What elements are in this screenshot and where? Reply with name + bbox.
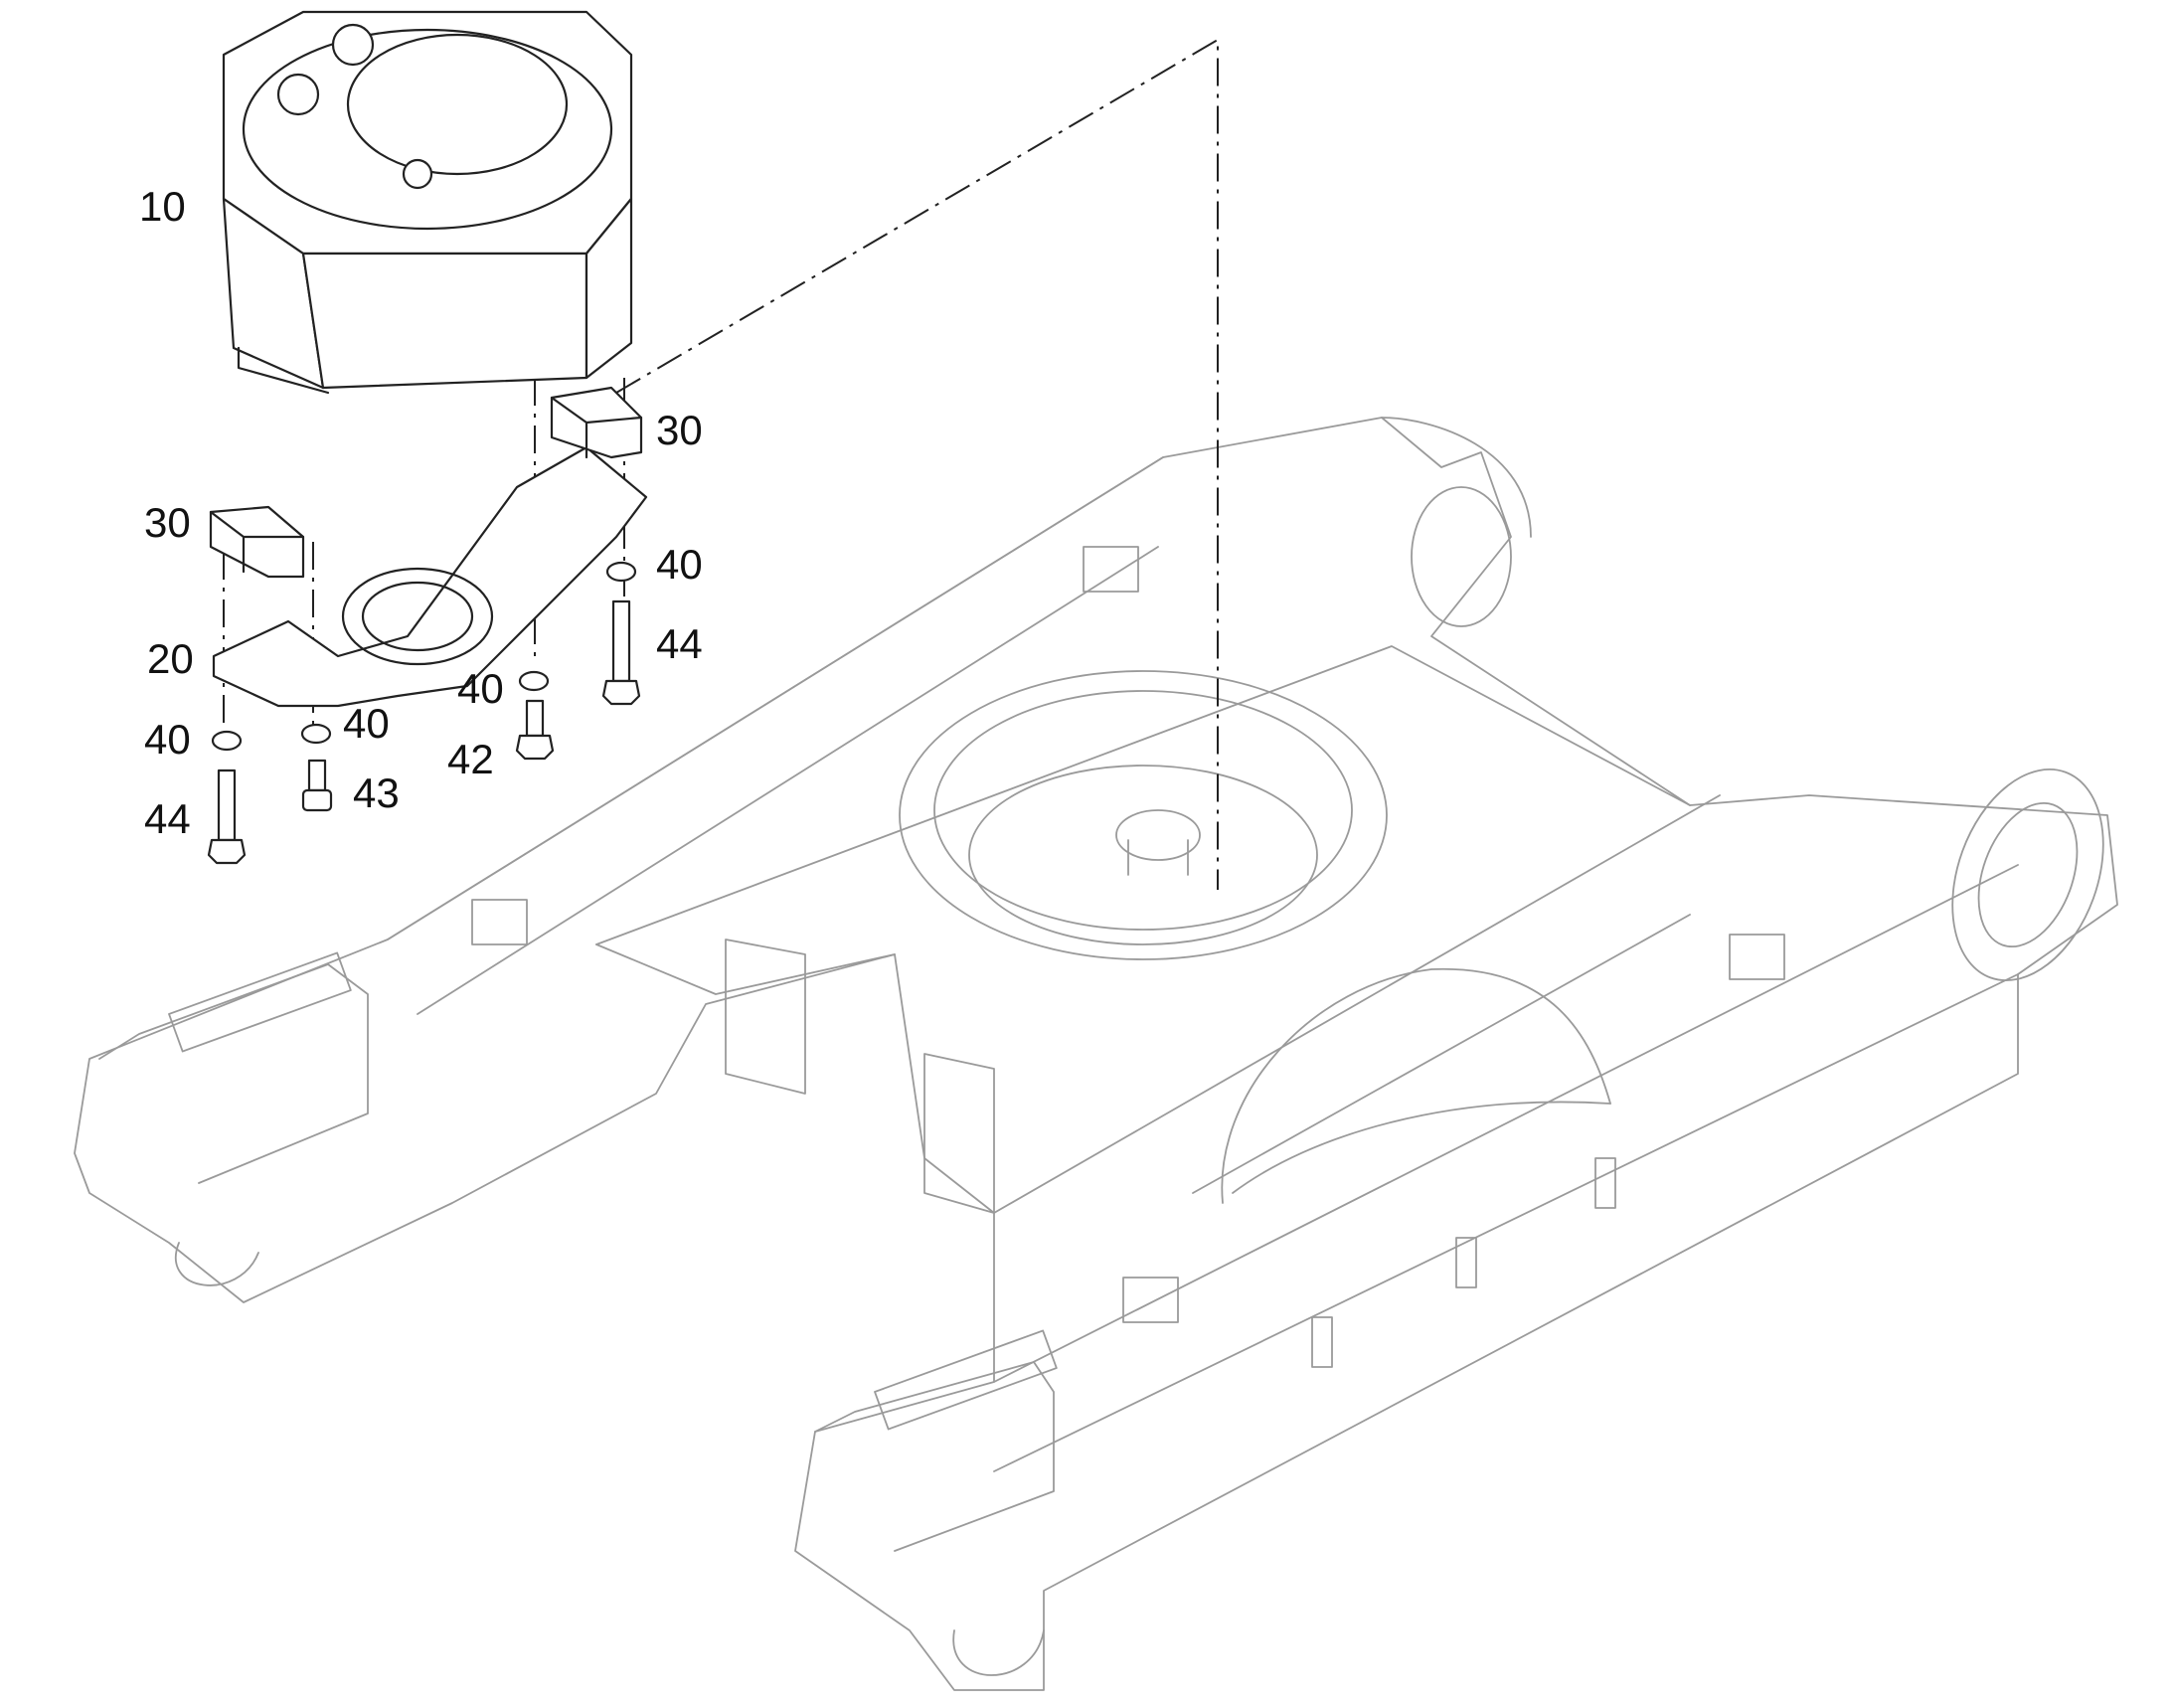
screw-43 [301,759,333,812]
bolt-44-right [601,599,641,706]
swing-drive-housing [222,10,633,395]
callout-10: 10 [139,183,186,230]
callout-20: 20 [147,635,194,682]
bolt-44-left [207,769,247,865]
callout-43: 43 [353,769,400,816]
washer-40-left [211,730,243,752]
callout-42: 42 [447,736,494,782]
undercarriage-frame [74,417,2118,1691]
washer-40-center [300,723,332,745]
callout-40-left: 40 [144,716,191,763]
spacer-block-left [209,505,305,579]
mounting-plate [212,445,648,708]
callout-40-right: 40 [656,541,703,588]
spacer-block-upper [550,386,643,459]
callout-44-left: 44 [144,795,191,842]
bolt-42 [515,699,555,761]
callout-30-upper: 30 [656,407,703,453]
part-callouts: 10 20 30 30 40 40 40 40 42 43 44 44 [139,183,703,842]
callout-44-right: 44 [656,620,703,667]
callout-40-mid: 40 [457,665,504,712]
washer-40-right-top [605,561,637,583]
washer-40-mid [518,670,550,692]
callout-40-center: 40 [343,700,390,747]
callout-30-left: 30 [144,499,191,546]
